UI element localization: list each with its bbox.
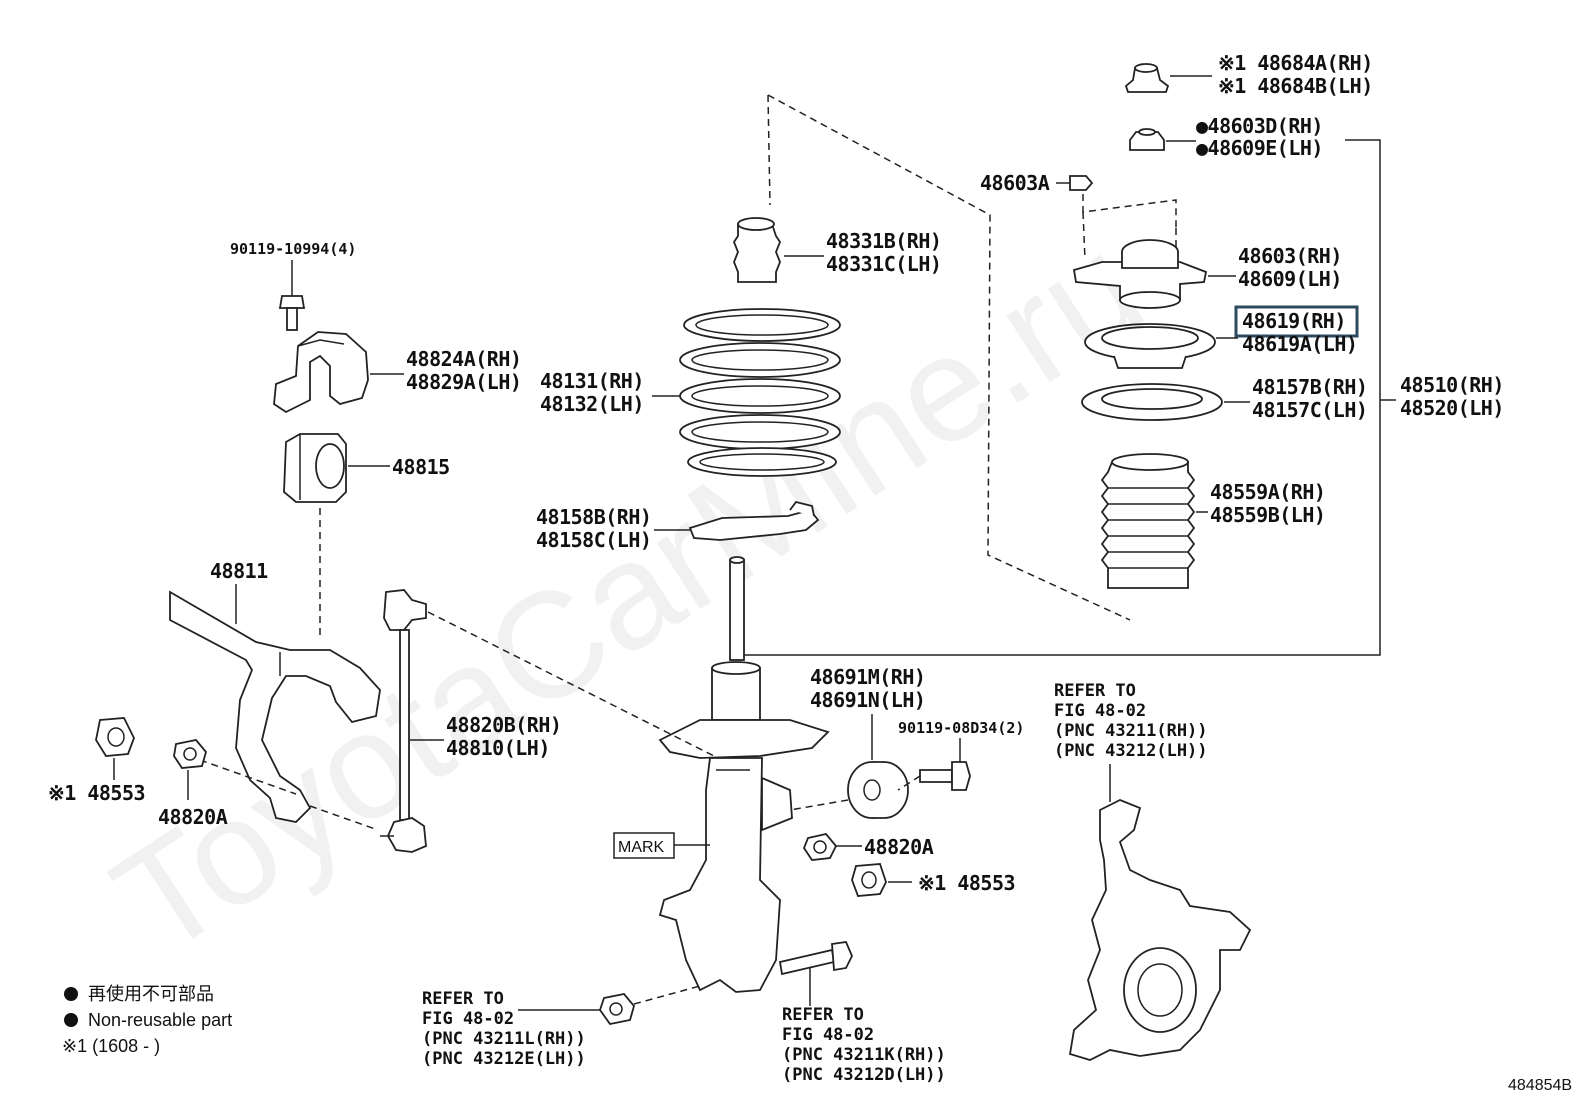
highlight-box	[1234, 305, 1359, 338]
label-48510: 48510(RH)	[1400, 373, 1504, 397]
diagram-id: 484854B	[1508, 1077, 1572, 1094]
nut-cap-left-part[interactable]	[95, 717, 135, 757]
legend: 再使用不可部品 Non-reusable part ※1 (1608 - )	[62, 984, 232, 1056]
label-mark: MARK	[618, 839, 665, 856]
label-48553-left: ※1 48553	[48, 781, 145, 805]
svg-text:(PNC 43212(LH)): (PNC 43212(LH))	[1054, 741, 1208, 761]
stabilizer-nut-left-part[interactable]	[173, 739, 207, 769]
upper-nut-part[interactable]	[1129, 128, 1165, 151]
label-48609: 48609(LH)	[1238, 267, 1342, 291]
suspension-support-part[interactable]	[1072, 239, 1208, 309]
svg-text:REFER TO: REFER TO	[422, 989, 504, 1009]
legend-non-reusable-en: Non-reusable part	[88, 1010, 232, 1030]
bracket-bolt-part[interactable]	[278, 295, 306, 331]
svg-text:REFER TO: REFER TO	[1054, 681, 1136, 701]
stabilizer-bar-part[interactable]	[169, 590, 381, 823]
label-48603a: 48603A	[980, 171, 1050, 195]
label-48684b: ※1 48684B(LH)	[1218, 74, 1373, 98]
upper-spring-seat-part[interactable]	[1081, 383, 1223, 421]
shock-absorber-part[interactable]	[658, 556, 830, 993]
svg-text:FIG 48-02: FIG 48-02	[782, 1025, 874, 1045]
ref-bolt-block: REFER TO FIG 48-02 (PNC 43211K(RH)) (PNC…	[782, 1005, 946, 1085]
label-48559a: 48559A(RH)	[1210, 480, 1325, 504]
label-90119-08d34: 90119-08D34(2)	[898, 719, 1024, 737]
bearing-cap-part[interactable]	[1124, 63, 1170, 93]
label-48691n: 48691N(LH)	[810, 688, 925, 712]
label-48132: 48132(LH)	[540, 392, 644, 416]
label-48691m: 48691M(RH)	[810, 665, 925, 689]
support-nut-part[interactable]	[1069, 175, 1094, 191]
svg-text:(PNC 43212E(LH)): (PNC 43212E(LH))	[422, 1049, 586, 1069]
label-48824a: 48824A(RH)	[406, 347, 521, 371]
label-48520: 48520(LH)	[1400, 396, 1504, 420]
stabilizer-nut-right-part[interactable]	[802, 833, 838, 861]
svg-text:(PNC 43211L(RH)): (PNC 43211L(RH))	[422, 1029, 586, 1049]
label-48619a: 48619A(LH)	[1242, 332, 1357, 356]
label-48603: 48603(RH)	[1238, 244, 1342, 268]
label-48820a-left: 48820A	[158, 805, 228, 829]
label-48810: 48810(LH)	[446, 736, 550, 760]
legend-non-reusable-jp: 再使用不可部品	[88, 984, 214, 1004]
stabilizer-bushing-part[interactable]	[283, 433, 347, 503]
nut-cap-right-part[interactable]	[851, 863, 887, 897]
ref-nut-block: REFER TO FIG 48-02 (PNC 43211L(RH)) (PNC…	[422, 989, 586, 1069]
bearing-part[interactable]	[1084, 323, 1216, 369]
label-48157c: 48157C(LH)	[1252, 398, 1367, 422]
label-48829a: 48829A(LH)	[406, 370, 521, 394]
label-48157b: 48157B(RH)	[1252, 375, 1367, 399]
label-48131: 48131(RH)	[540, 369, 644, 393]
bump-stopper-part[interactable]	[732, 217, 782, 283]
svg-text:FIG 48-02: FIG 48-02	[422, 1009, 514, 1029]
label-48331c: 48331C(LH)	[826, 252, 941, 276]
label-48331b: 48331B(RH)	[826, 229, 941, 253]
label-48619[interactable]: 48619(RH)	[1242, 309, 1346, 333]
stabilizer-link-part[interactable]	[380, 589, 427, 853]
steering-knuckle-part[interactable]	[1068, 799, 1252, 1061]
lower-insulator-part[interactable]	[688, 500, 820, 541]
label-48559b: 48559B(LH)	[1210, 503, 1325, 527]
stabilizer-bracket-part[interactable]	[273, 331, 369, 414]
dust-boot-part[interactable]	[1100, 453, 1196, 589]
mark-box	[613, 832, 675, 859]
svg-text:(PNC 43211(RH)): (PNC 43211(RH))	[1054, 721, 1208, 741]
svg-text:FIG 48-02: FIG 48-02	[1054, 701, 1146, 721]
label-48684a: ※1 48684A(RH)	[1218, 51, 1373, 75]
knuckle-nut-part[interactable]	[599, 993, 635, 1025]
label-48158c: 48158C(LH)	[536, 528, 651, 552]
legend-note: ※1 (1608 - )	[62, 1036, 160, 1056]
label-48820a-right: 48820A	[864, 835, 934, 859]
ref-knuckle-block: REFER TO FIG 48-02 (PNC 43211(RH)) (PNC …	[1054, 681, 1208, 761]
watermark: ToyotaCarMine.ru	[86, 201, 1170, 987]
strut-bolt-part[interactable]	[919, 761, 971, 791]
label-48158b: 48158B(RH)	[536, 505, 651, 529]
knuckle-bolt-part[interactable]	[778, 941, 853, 976]
label-90119-10994: 90119-10994(4)	[230, 240, 356, 258]
bracket-cushion-part[interactable]	[847, 761, 909, 819]
label-48553-right: ※1 48553	[918, 871, 1015, 895]
svg-text:(PNC 43211K(RH)): (PNC 43211K(RH))	[782, 1045, 946, 1065]
label-48609e: ●48609E(LH)	[1196, 136, 1323, 160]
label-48603d: ●48603D(RH)	[1196, 114, 1323, 138]
coil-spring-part[interactable]	[679, 308, 841, 477]
label-48815: 48815	[392, 455, 450, 479]
label-48820b: 48820B(RH)	[446, 713, 561, 737]
svg-text:(PNC 43212D(LH)): (PNC 43212D(LH))	[782, 1065, 946, 1085]
label-48811: 48811	[210, 559, 268, 583]
svg-text:REFER TO: REFER TO	[782, 1005, 864, 1025]
